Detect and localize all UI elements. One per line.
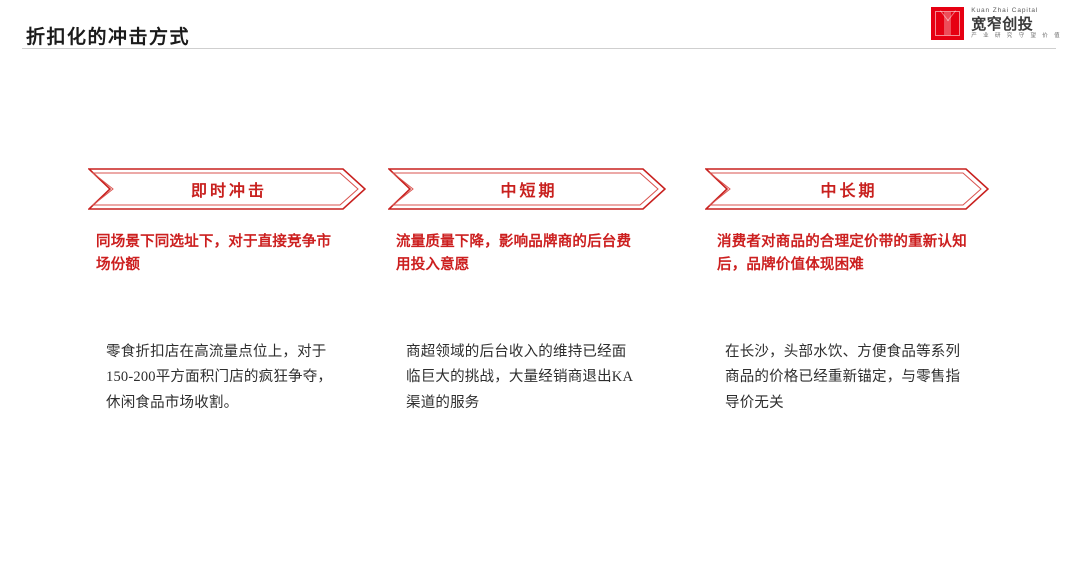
column-body-text: 在长沙，头部水饮、方便食品等系列商品的价格已经重新锚定，与零售指导价无关 — [725, 344, 961, 411]
timeline-column-immediate: 即时冲击 同场景下同选址下，对于直接竞争市场份额 零食折扣店在高流量点位上，对于… — [88, 168, 366, 411]
header-divider — [22, 48, 1056, 49]
arrow-banner-shape-icon — [88, 168, 366, 210]
arrow-banner-shape-icon — [705, 168, 989, 210]
arrow-banner-shape-icon — [388, 168, 666, 210]
brand-logo: Kuan Zhai Capital 宽窄创投 产 业 研 究 守 望 价 值 — [931, 7, 1062, 40]
column-body-text: 商超领域的后台收入的维持已经面临巨大的挑战，大量经销商退出KA渠道的服务 — [406, 344, 634, 411]
slide-header: 折扣化的冲击方式 Kuan Zhai Capital 宽窄创投 产 业 研 究 … — [0, 0, 1080, 50]
arrow-banner-label: 中短期 — [500, 183, 558, 200]
brand-chinese-name: 宽窄创投 — [971, 15, 1034, 33]
brand-tagline: 产 业 研 究 守 望 价 值 — [971, 32, 1062, 39]
timeline-column-short-medium: 中短期 流量质量下降，影响品牌商的后台费用投入意愿 商超领域的后台收入的维持已经… — [388, 168, 666, 411]
column-body-text: 零食折扣店在高流量点位上，对于150-200平方面积门店的疯狂争夺，休闲食品市场… — [106, 344, 333, 411]
arrow-banner-label: 中长期 — [820, 183, 878, 200]
brand-latin-name: Kuan Zhai Capital — [971, 7, 1039, 14]
arrow-banner-medium-long: 中长期 — [705, 168, 989, 210]
column-highlight-text: 流量质量下降，影响品牌商的后台费用投入意愿 — [396, 234, 632, 274]
kuanzhai-logo-icon — [931, 7, 965, 40]
column-highlight-text: 同场景下同选址下，对于直接竞争市场份额 — [96, 234, 332, 274]
brand-logo-text: Kuan Zhai Capital 宽窄创投 产 业 研 究 守 望 价 值 — [971, 7, 1062, 39]
arrow-banner-immediate: 即时冲击 — [88, 168, 366, 210]
timeline-column-medium-long: 中长期 消费者对商品的合理定价带的重新认知后，品牌价值体现困难 在长沙，头部水饮… — [705, 168, 989, 411]
page-title: 折扣化的冲击方式 — [26, 27, 191, 48]
arrow-banner-label: 即时冲击 — [190, 183, 267, 200]
arrow-banner-short-medium: 中短期 — [388, 168, 666, 210]
column-highlight-text: 消费者对商品的合理定价带的重新认知后，品牌价值体现困难 — [717, 234, 967, 274]
